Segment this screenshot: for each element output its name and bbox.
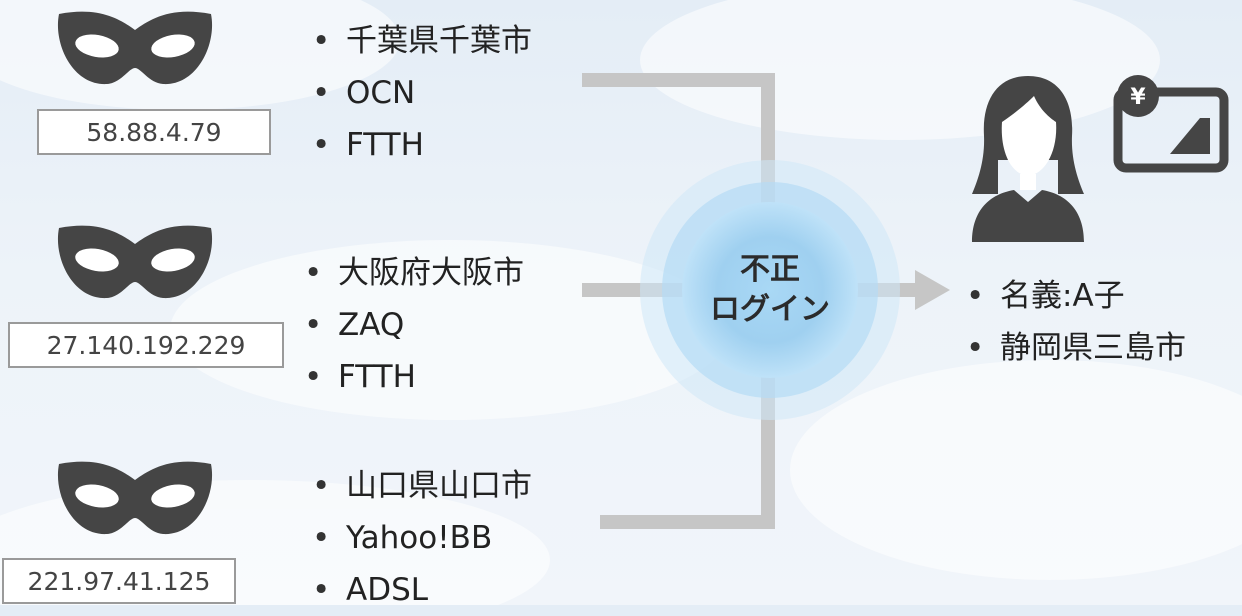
fraud-login-line2: ログイン bbox=[710, 292, 830, 327]
mask-icon bbox=[57, 11, 213, 85]
source-info-list: • 千葉県千葉市 • OCN • FTTH bbox=[312, 15, 532, 171]
yen-card-icon: ¥ bbox=[1113, 75, 1229, 173]
person-icon bbox=[972, 76, 1084, 242]
svg-text:¥: ¥ bbox=[1130, 85, 1146, 110]
bullet: • bbox=[304, 359, 323, 395]
mask-icon bbox=[57, 461, 213, 535]
line-type-text: FTTH bbox=[346, 127, 424, 163]
fraud-login-label: 不正 ログイン bbox=[690, 240, 850, 340]
list-item: • 山口県山口市 bbox=[312, 460, 532, 512]
location-text: 大阪府大阪市 bbox=[338, 255, 524, 291]
bullet: • bbox=[966, 330, 985, 366]
hub-core bbox=[682, 202, 858, 378]
bullet: • bbox=[312, 520, 331, 556]
isp-text: Yahoo!BB bbox=[346, 520, 493, 556]
isp-text: ZAQ bbox=[338, 307, 405, 343]
line-type-text: ADSL bbox=[346, 572, 429, 608]
source-info-list: • 大阪府大阪市 • ZAQ • FTTH bbox=[304, 247, 524, 403]
ip-address-box: 58.88.4.79 bbox=[37, 109, 271, 155]
ip-address-box: 221.97.41.125 bbox=[2, 558, 236, 604]
source-info-list: • 山口県山口市 • Yahoo!BB • ADSL bbox=[312, 460, 532, 616]
location-text: 山口県山口市 bbox=[346, 468, 532, 504]
fraud-login-line1: 不正 bbox=[740, 252, 800, 287]
bullet: • bbox=[304, 307, 323, 343]
list-item: • 名義:A子 bbox=[966, 270, 1186, 322]
list-item: • 静岡県三島市 bbox=[966, 322, 1186, 374]
location-text: 千葉県千葉市 bbox=[346, 23, 532, 59]
list-item: • OCN bbox=[312, 67, 532, 119]
arrow-head bbox=[915, 270, 950, 310]
list-item: • ZAQ bbox=[304, 299, 524, 351]
mask-icon bbox=[57, 225, 213, 299]
bullet: • bbox=[304, 255, 323, 291]
owner-location-text: 静岡県三島市 bbox=[1000, 330, 1186, 366]
bullet: • bbox=[312, 75, 331, 111]
bullet: • bbox=[966, 278, 985, 314]
ip-address-box: 27.140.192.229 bbox=[8, 322, 284, 368]
bullet: • bbox=[312, 127, 331, 163]
target-info-list: • 名義:A子 • 静岡県三島市 bbox=[966, 270, 1186, 374]
list-item: • 千葉県千葉市 bbox=[312, 15, 532, 67]
bullet: • bbox=[312, 23, 331, 59]
bullet: • bbox=[312, 572, 331, 608]
account-owner-text: 名義:A子 bbox=[1000, 278, 1125, 314]
list-item: • Yahoo!BB bbox=[312, 512, 532, 564]
list-item: • FTTH bbox=[304, 351, 524, 403]
list-item: • ADSL bbox=[312, 564, 532, 616]
line-type-text: FTTH bbox=[338, 359, 416, 395]
isp-text: OCN bbox=[346, 75, 416, 111]
list-item: • 大阪府大阪市 bbox=[304, 247, 524, 299]
list-item: • FTTH bbox=[312, 119, 532, 171]
bullet: • bbox=[312, 468, 331, 504]
